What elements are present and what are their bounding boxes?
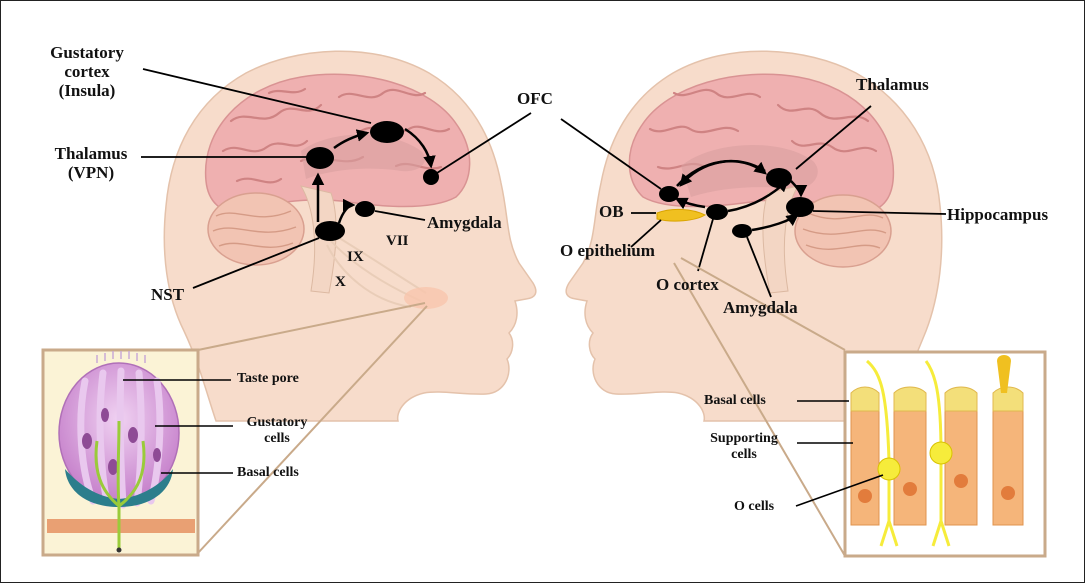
label-right-thalamus: Thalamus [856,75,929,94]
label-ob: OB [599,202,624,221]
node-right-amygdala [732,224,752,238]
label-taste-pore: Taste pore [237,371,299,387]
taste-nerve-terminal [117,548,122,553]
label-gustatory-cortex: Gustatory cortex (Insula) [37,43,137,100]
label-nerve-x: X [335,274,346,291]
label-o-epithelium: O epithelium [560,241,655,260]
label-o-cortex: O cortex [656,275,719,294]
label-gustatory-cells: Gustatory cells [229,415,325,446]
o-cell-body-2 [930,442,952,464]
node-left-insula [370,121,404,143]
label-hippocampus: Hippocampus [947,205,1048,224]
label-left-thalamus: Thalamus (VPN) [41,144,141,182]
label-supporting-cells: Supporting cells [693,431,795,462]
label-taste-basal-cells: Basal cells [237,465,299,481]
node-left-ofc [423,169,439,185]
node-left-thalamus [306,147,334,169]
label-olfactory-basal-cells: Basal cells [704,393,766,409]
o-cell-body-1 [878,458,900,480]
label-right-amygdala: Amygdala [723,298,798,317]
label-nerve-ix: IX [347,249,364,266]
node-right-ofc [659,186,679,202]
node-right-ob [706,204,728,220]
label-o-cells: O cells [734,499,774,515]
node-right-hippocampus [786,197,814,217]
node-left-amygdala [355,201,375,217]
label-nst: NST [151,285,184,304]
left-head [141,51,536,421]
label-ofc: OFC [517,89,553,108]
label-nerve-vii: VII [386,233,409,250]
label-left-amygdala: Amygdala [427,213,502,232]
node-right-thalamus [766,168,792,188]
node-left-nst [315,221,345,241]
taste-inset-tissue-band [47,519,195,533]
